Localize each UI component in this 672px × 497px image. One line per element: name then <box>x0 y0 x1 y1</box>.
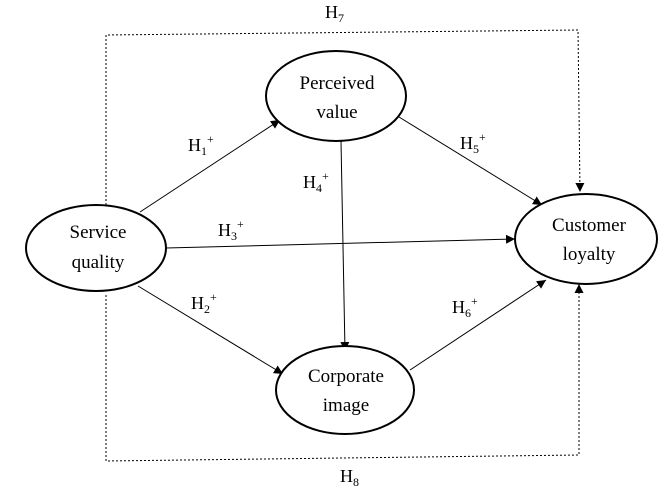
arrow-sq-to-ci <box>137 285 284 375</box>
node-customer-loyalty: Customer loyalty <box>514 193 658 285</box>
hypothesis-h8-label: H8 <box>340 466 359 489</box>
h7-dotted-path <box>105 29 585 205</box>
arrow-sq-to-cl <box>165 234 516 249</box>
corporate-image-ellipse <box>275 345 415 435</box>
hypothesis-h7-label: H7 <box>325 2 344 25</box>
node-perceived-value: Perceived value <box>265 50 407 142</box>
corporate-image-label-line1: Corporate <box>308 366 384 387</box>
perceived-value-ellipse <box>265 50 407 142</box>
customer-loyalty-label-line1: Customer <box>552 215 627 236</box>
hypothesis-h5-label: H5+ <box>460 130 486 156</box>
hypothesis-h6-label: H6+ <box>452 294 478 320</box>
arrow-ci-to-cl <box>409 279 547 371</box>
service-quality-ellipse <box>25 204 167 292</box>
hypothesis-h3-label: H3+ <box>218 217 244 243</box>
service-quality-label-line2: quality <box>72 252 125 273</box>
node-service-quality: Service quality <box>25 204 167 292</box>
dotted-frame <box>105 29 585 462</box>
hypothesis-h1-label: H1+ <box>188 132 214 158</box>
hypothesis-h4-label: H4+ <box>303 169 329 195</box>
arrows <box>137 116 547 375</box>
arrow-sq-to-pv <box>139 119 281 213</box>
service-quality-label-line1: Service <box>70 222 127 243</box>
node-corporate-image: Corporate image <box>275 345 415 435</box>
customer-loyalty-ellipse <box>514 193 658 285</box>
hypothesis-h2-label: H2+ <box>191 290 217 316</box>
h8-dotted-path <box>105 284 584 462</box>
perceived-value-label-line2: value <box>316 102 357 123</box>
perceived-value-label-line1: Perceived <box>300 73 375 94</box>
arrow-pv-to-ci <box>340 140 350 352</box>
arrow-pv-to-cl <box>398 116 543 206</box>
customer-loyalty-label-line2: loyalty <box>563 244 616 265</box>
corporate-image-label-line2: image <box>323 395 369 416</box>
